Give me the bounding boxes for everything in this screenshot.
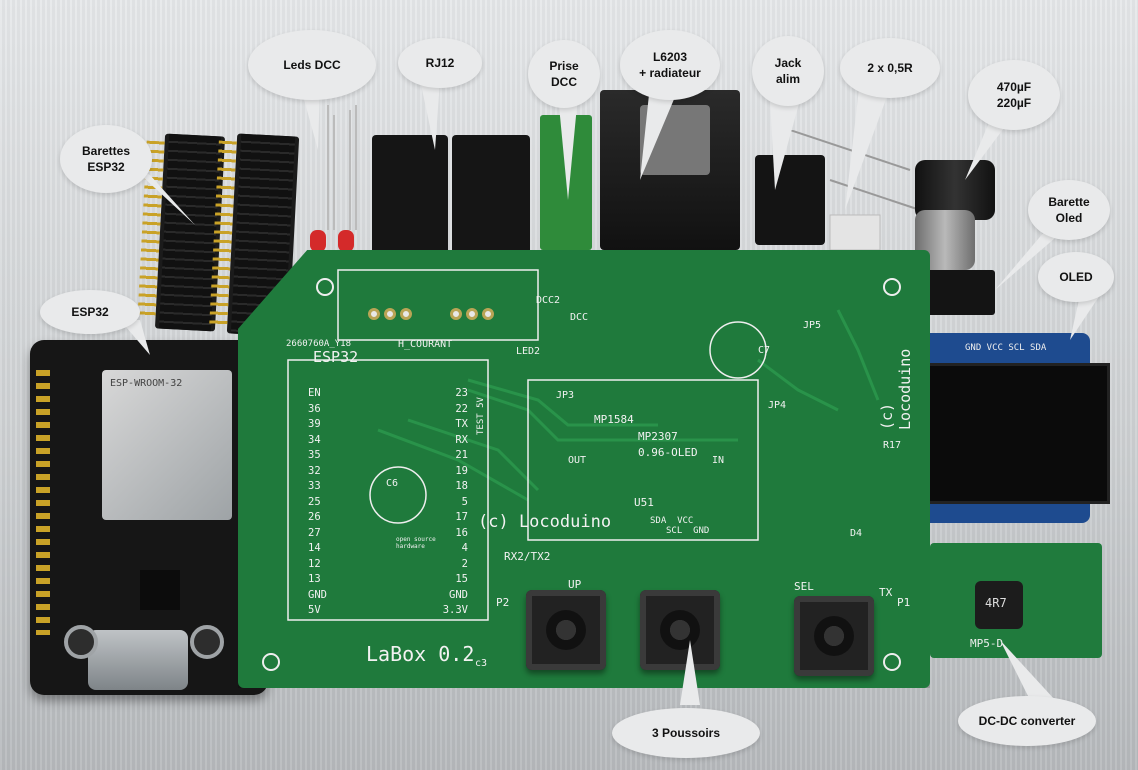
pushbutton-sel[interactable]	[794, 596, 874, 676]
pcb-sel: SEL	[794, 580, 814, 593]
inductor: 4R7	[975, 581, 1023, 629]
oled-screen	[922, 363, 1110, 504]
pcb-in: IN	[712, 455, 725, 466]
dcc-leds	[310, 105, 357, 252]
pushbutton-middle[interactable]	[640, 590, 720, 670]
label-esp32: ESP32	[40, 290, 140, 334]
boot-button	[64, 625, 98, 659]
pcb-jp4: JP4	[768, 400, 787, 411]
pcb-led2: LED2	[516, 346, 541, 357]
pcb-scl-gnd: SCL GND	[666, 526, 710, 536]
pcb-traces	[287, 269, 880, 621]
pcb-dcc: DCC	[570, 312, 589, 323]
resistors	[790, 130, 921, 251]
rj12-socket-1	[372, 135, 448, 255]
pcb-c7: C7	[758, 345, 771, 356]
pcb-title: LaBox 0.2	[366, 642, 475, 666]
pcb-c6: C6	[386, 478, 399, 489]
dcdc-converter-board: 4R7 MP5-D	[930, 543, 1102, 658]
pcb-rev: c3	[475, 658, 488, 669]
pcb-mp2307: MP2307	[638, 430, 678, 443]
pcb-copyright: (c) Locoduino	[478, 512, 612, 532]
pcb-r17: R17	[883, 440, 902, 451]
dcdc-silk-label: MP5-D	[970, 637, 1004, 650]
pcb-u51: U51	[634, 496, 654, 509]
power-jack	[755, 155, 825, 245]
esp32-module-label: ESP-WROOM-32	[110, 378, 183, 389]
oled-display-module: GND VCC SCL SDA	[910, 333, 1110, 523]
oled-pin-labels: GND VCC SCL SDA	[965, 343, 1047, 353]
pcb-dcc2: DCC2	[536, 295, 561, 306]
label-oled: OLED	[1038, 252, 1114, 302]
pcb-mp1584: MP1584	[594, 413, 634, 426]
oled-header	[925, 270, 995, 315]
pcb-d4: D4	[850, 528, 863, 539]
label-leds-dcc: Leds DCC	[248, 30, 376, 100]
l6203-heatsink	[600, 90, 740, 250]
pcb-rx2tx2: RX2/TX2	[504, 550, 551, 563]
label-poussoirs: 3 Poussoirs	[612, 708, 760, 758]
pcb-tx: TX	[879, 586, 893, 599]
label-dcdc: DC-DC converter	[958, 696, 1096, 746]
pcb-oled-silk: 0.96-OLED	[638, 446, 698, 459]
pcb-sda-vcc: SDA VCC	[650, 516, 694, 526]
pushbutton-up[interactable]	[526, 590, 606, 670]
reset-button	[190, 625, 224, 659]
label-rj12: RJ12	[398, 38, 482, 88]
pcb-p1: P1	[897, 596, 911, 609]
esp32-devkit: ESP-WROOM-32	[30, 340, 268, 695]
usb-c-connector	[88, 630, 188, 690]
pcb-h-courant: H_COURANT	[398, 339, 453, 350]
inductor-label: 4R7	[985, 596, 1007, 610]
pcb-p2: P2	[496, 596, 510, 609]
pcb-jp3: JP3	[556, 390, 575, 401]
rj12-socket-2	[452, 135, 530, 255]
label-resistors: 2 x 0,5R	[840, 38, 940, 98]
pcb-jp5: JP5	[803, 320, 822, 331]
pcb-up: UP	[568, 578, 582, 591]
pcb-out: OUT	[568, 455, 587, 466]
pcb-esp32-label: ESP32	[313, 348, 359, 366]
pcb-serial: 2660760A_Y18	[286, 339, 352, 349]
esp32-rf-shield: ESP-WROOM-32	[102, 370, 232, 520]
label-l6203: L6203+ radiateur	[620, 30, 720, 100]
pcb-open-source: open source hardware	[396, 536, 436, 550]
